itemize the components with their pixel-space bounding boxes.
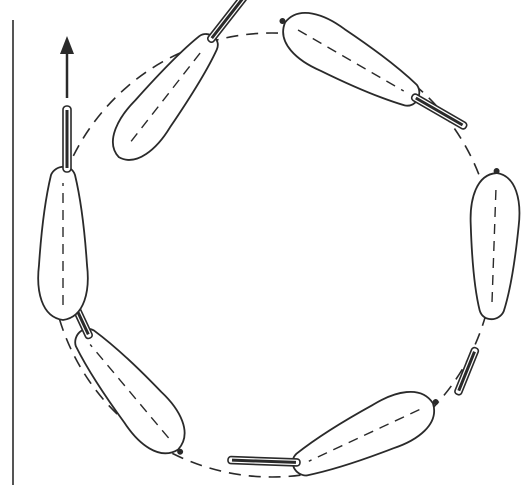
organism-4-flagellum bbox=[228, 457, 300, 467]
organism-5 bbox=[61, 316, 201, 470]
organism-3 bbox=[467, 167, 521, 320]
organism-2 bbox=[267, 0, 478, 148]
arrow-up-icon bbox=[60, 36, 74, 98]
organism-3-flagellum bbox=[454, 347, 479, 396]
organism-6-flagellum bbox=[63, 106, 71, 172]
organism-4 bbox=[284, 378, 449, 490]
organism-6 bbox=[38, 167, 88, 320]
organism-1 bbox=[101, 0, 263, 171]
